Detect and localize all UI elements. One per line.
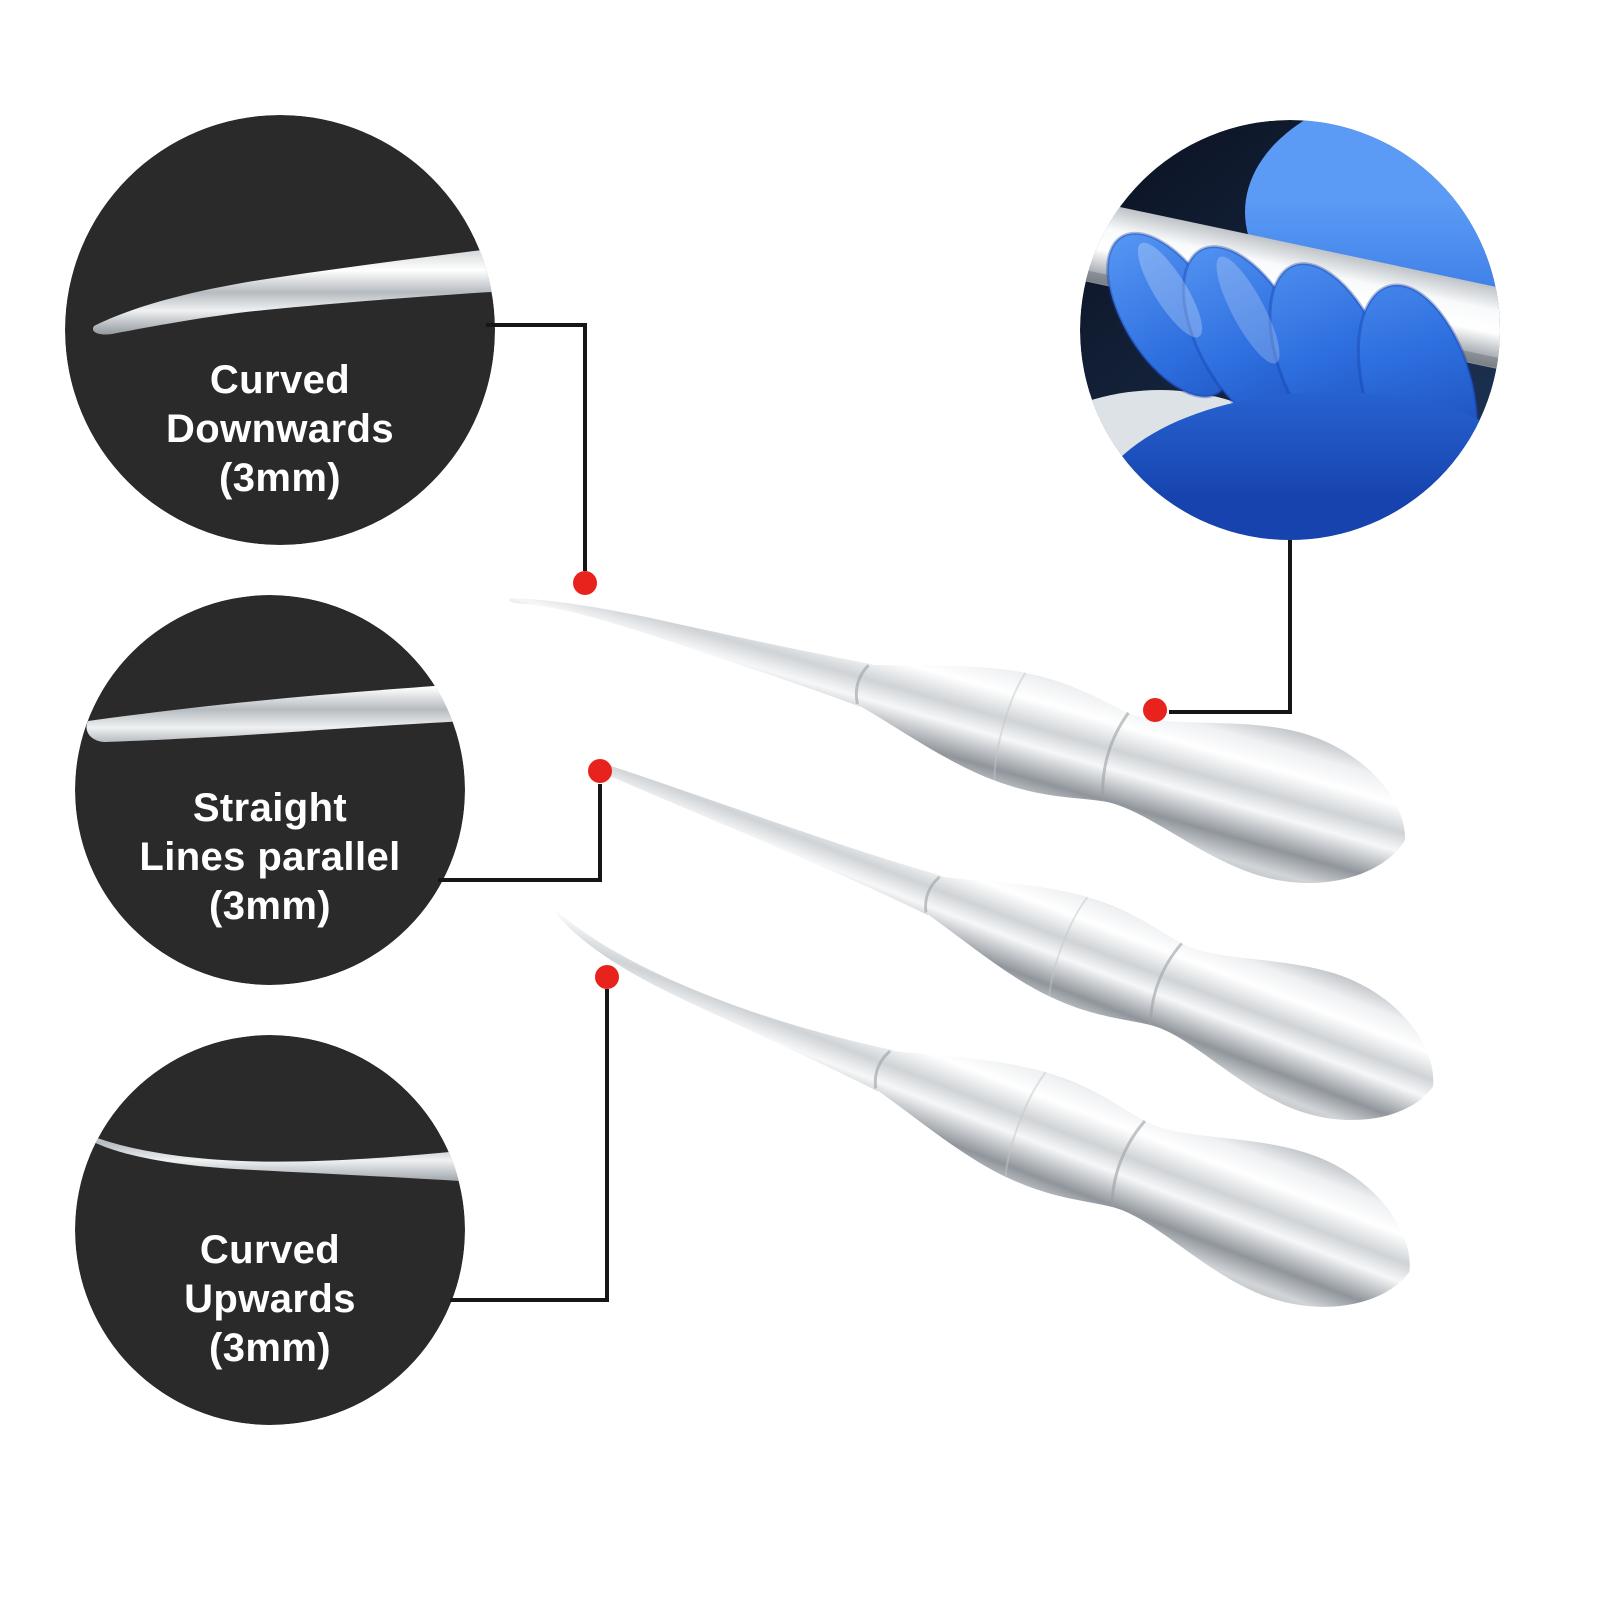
tip-preview-curved-upwards	[85, 1134, 465, 1184]
connector-curved-upwards	[450, 989, 609, 1302]
callout-line: (3mm)	[208, 884, 332, 928]
callout-circle-bg	[75, 1035, 465, 1425]
connector-grip-inset	[1169, 540, 1292, 714]
glove-palm	[1090, 392, 1500, 540]
callout-line: Curved	[209, 358, 351, 402]
callout-label-curved-downwards: Curved Downwards (3mm)	[80, 356, 480, 503]
glove-highlight	[1216, 256, 1280, 364]
callout-line: Curved	[199, 1228, 341, 1272]
callout-label-straight: Straight Lines parallel (3mm)	[70, 784, 470, 931]
callout-circle-straight	[75, 595, 465, 985]
callout-circle-curved-downwards	[65, 115, 495, 545]
callout-line: Upwards	[184, 1277, 356, 1321]
tip-preview-straight	[86, 681, 465, 742]
callout-line: Downwards	[165, 407, 395, 451]
connector-straight	[438, 784, 602, 882]
callout-line: (3mm)	[218, 456, 342, 500]
callout-line: Lines parallel	[139, 835, 401, 879]
glove-highlight	[1137, 242, 1203, 338]
marker-dot-curved-downwards	[573, 571, 597, 595]
callout-line: Straight	[192, 786, 348, 830]
callout-label-curved-upwards: Curved Upwards (3mm)	[70, 1226, 470, 1373]
connector-curved-downwards	[486, 323, 587, 571]
connector-lines	[438, 323, 1292, 1302]
tip-preview-curved-downwards	[93, 247, 495, 335]
marker-dot-straight	[588, 759, 612, 783]
callout-circle-bg	[65, 115, 495, 545]
marker-dot-curved-upwards	[595, 965, 619, 989]
inset-photo-gloved-hand	[1080, 120, 1500, 540]
callout-line: (3mm)	[208, 1326, 332, 1370]
callout-circle-curved-upwards	[75, 1035, 465, 1425]
marker-dot-grip	[1143, 698, 1167, 722]
